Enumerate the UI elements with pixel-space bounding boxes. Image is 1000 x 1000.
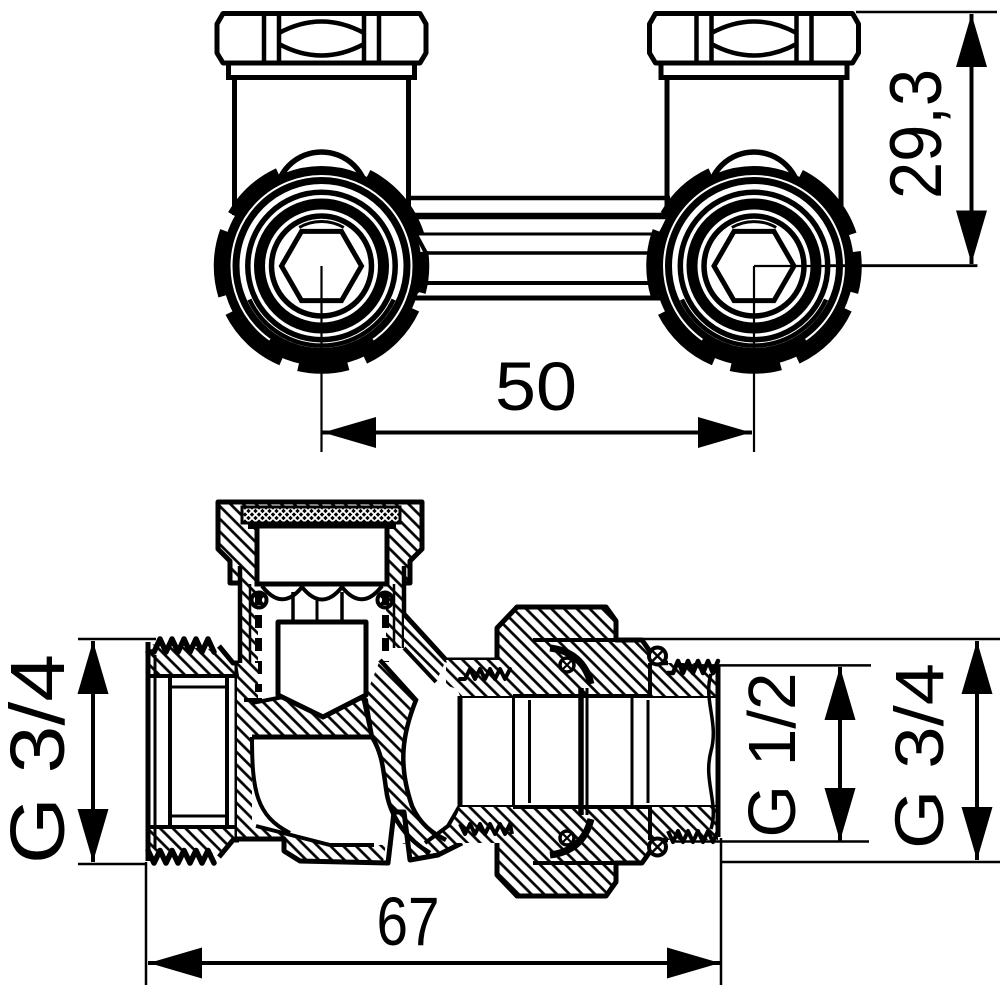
svg-text:67: 67 — [377, 883, 440, 960]
svg-text:29,3: 29,3 — [876, 69, 957, 199]
svg-text:50: 50 — [495, 348, 577, 425]
svg-text:G 3/4: G 3/4 — [0, 654, 81, 864]
svg-text:G 3/4: G 3/4 — [881, 663, 958, 849]
svg-text:G 1/2: G 1/2 — [735, 673, 810, 838]
